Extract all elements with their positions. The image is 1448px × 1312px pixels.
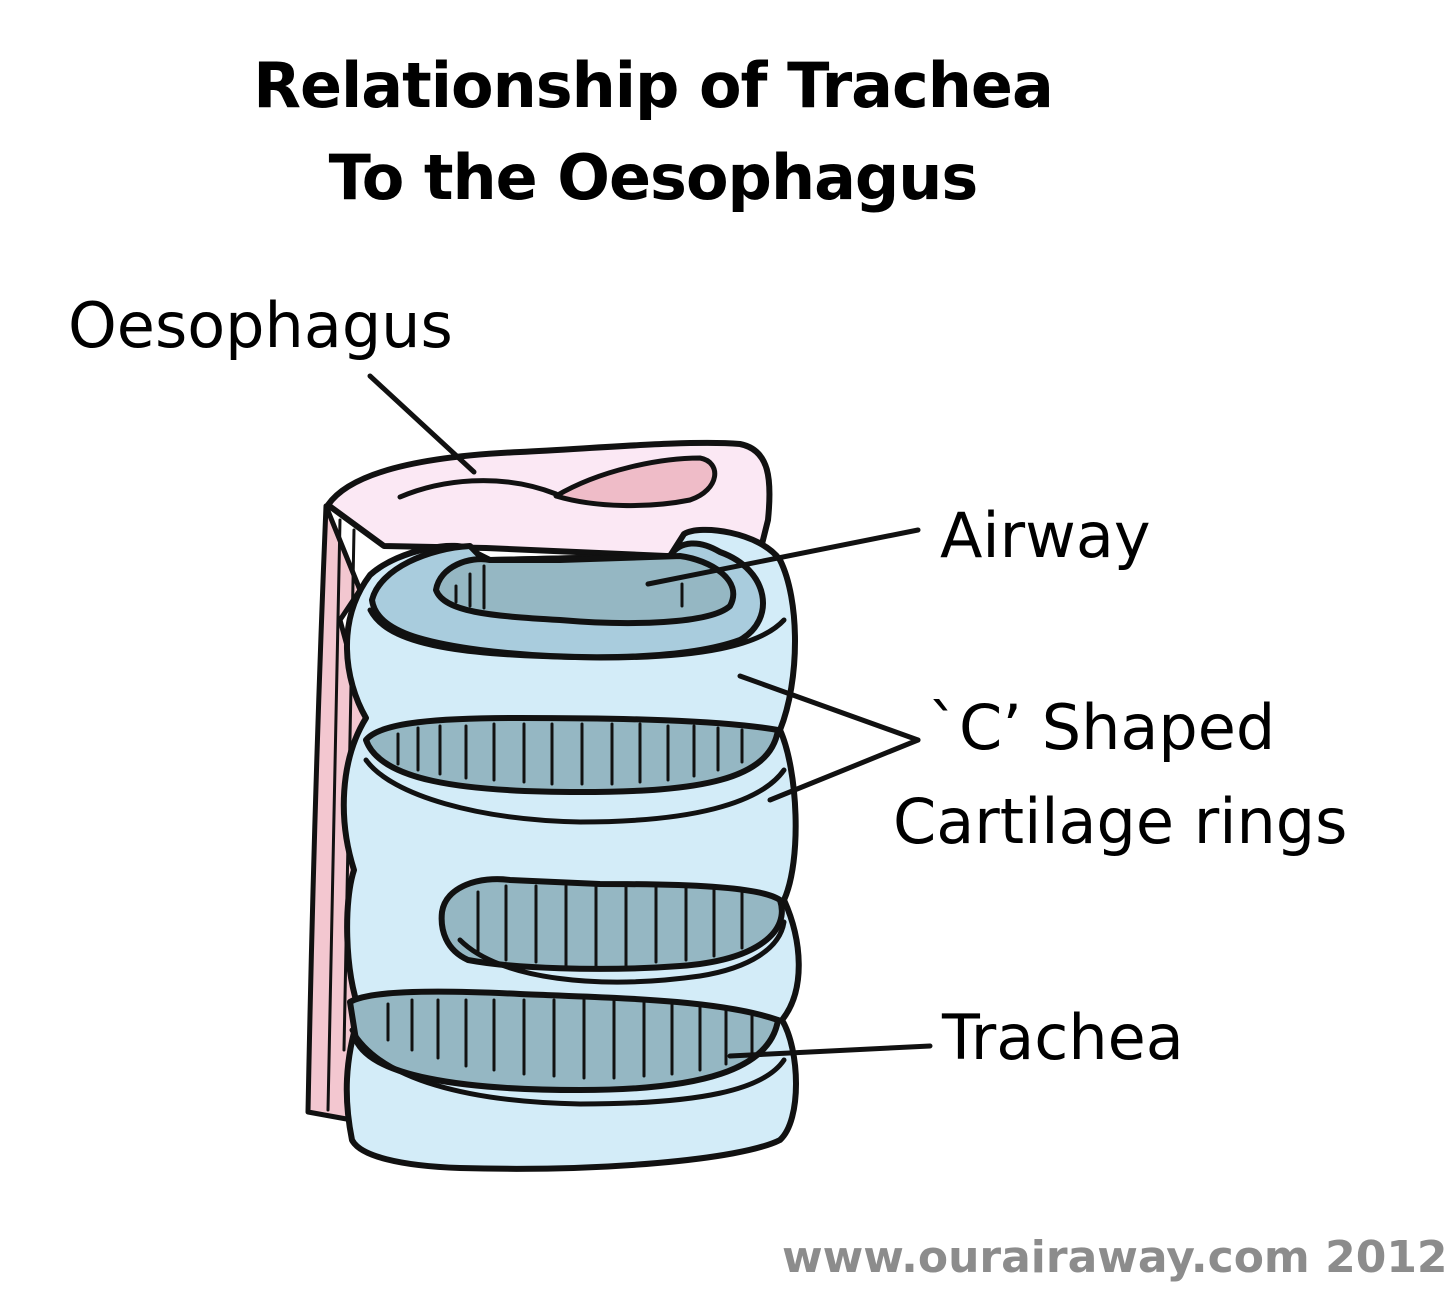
membrane-band-2-ridges xyxy=(476,884,744,968)
membrane-band-1-ridges xyxy=(396,722,744,786)
ring-2-lower-edge xyxy=(363,757,787,825)
membrane-band-2 xyxy=(438,876,785,972)
label-c-shaped-line-2: Cartilage rings xyxy=(893,785,1348,858)
leader-oesophagus xyxy=(367,373,477,475)
label-trachea: Trachea xyxy=(942,1001,1184,1074)
title-line-2: To the Oesophagus xyxy=(328,141,979,214)
ring-4-lower-edge xyxy=(349,1027,787,1107)
oesophagus-lumen xyxy=(553,455,718,509)
label-oesophagus: Oesophagus xyxy=(68,289,453,362)
ring-3-lower-edge xyxy=(457,919,787,985)
airway-hatch xyxy=(454,564,684,610)
membrane-band-1 xyxy=(363,715,781,795)
label-c-shaped-line-1: `C’ Shaped xyxy=(928,691,1276,764)
leader-airway xyxy=(645,527,921,587)
oesophagus-fold xyxy=(397,478,559,500)
leader-trachea xyxy=(727,1043,933,1059)
leader-cartilage-upper xyxy=(737,673,921,743)
leader-cartilage-lower xyxy=(767,737,921,803)
credit-watermark: www.ourairaway.com 2012 xyxy=(782,1232,1448,1283)
ring-1-top-edge xyxy=(367,607,787,661)
title-line-1: Relationship of Trachea xyxy=(253,49,1054,122)
membrane-band-3-ridges xyxy=(386,998,754,1080)
airway-lumen xyxy=(433,553,737,627)
label-airway: Airway xyxy=(940,499,1151,572)
diagram-title: Relationship of Trachea To the Oesophagu… xyxy=(0,40,1306,224)
